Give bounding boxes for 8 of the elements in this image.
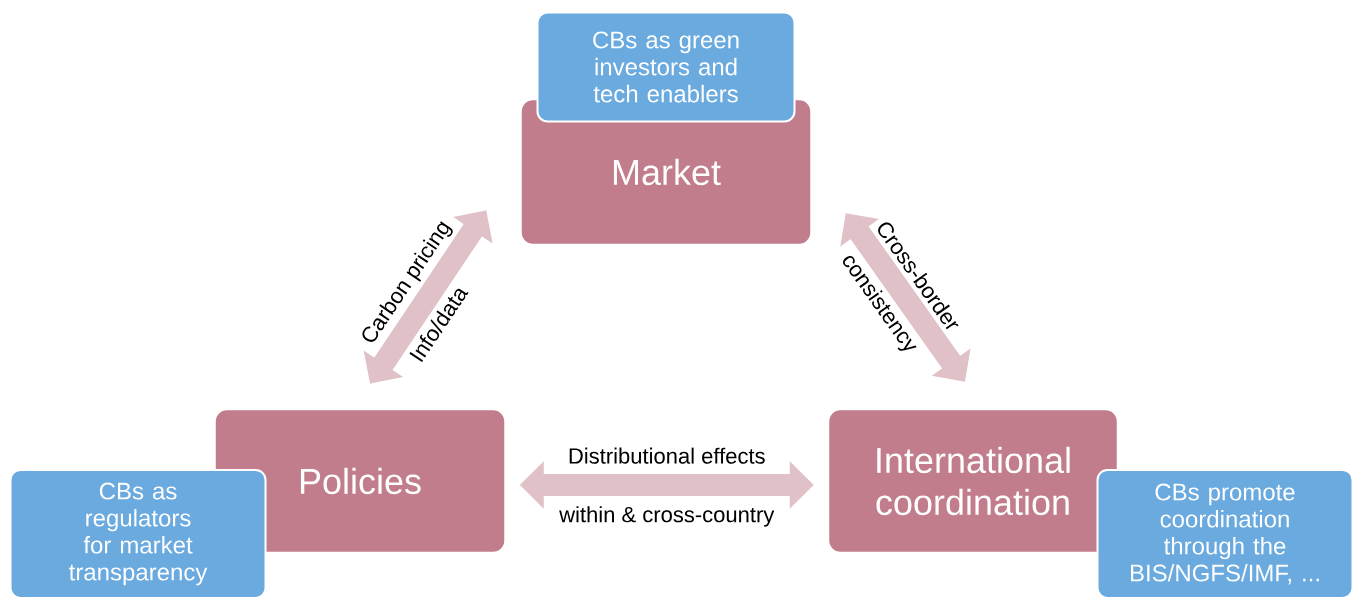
note-box: CBs as green investors and tech enablers — [536, 11, 796, 123]
note-box: CBs as regulators for market transparency — [9, 469, 267, 599]
category-box: International coordination — [827, 408, 1119, 554]
annotation-text: within & cross-country — [559, 506, 775, 527]
double-arrow — [840, 213, 971, 382]
note-box: CBs promote coordination through the BIS/NGFS/IMF, ... — [1096, 469, 1354, 599]
edge-label: Distributional effects — [569, 447, 765, 464]
category-box: Policies — [214, 408, 506, 554]
